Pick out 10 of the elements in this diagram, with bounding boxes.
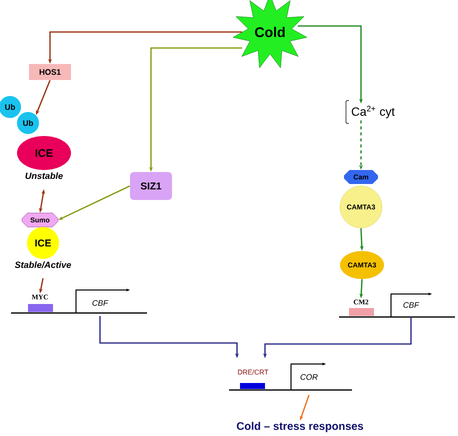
gene-label: CBF <box>403 302 420 308</box>
response-text: Cold – stress responses <box>236 422 364 432</box>
bracketed-label: Ca$^{2+}$ cyt <box>346 100 395 124</box>
state-label: Unstable <box>26 172 63 179</box>
state-label: Stable/Active <box>14 261 71 268</box>
gene-label: COR <box>300 374 318 380</box>
gene-label: CBF <box>92 300 108 306</box>
protein-box: SIZ1 <box>130 172 172 200</box>
starburst: Cold <box>232 0 308 68</box>
protein-box: HOS1 <box>29 64 71 80</box>
